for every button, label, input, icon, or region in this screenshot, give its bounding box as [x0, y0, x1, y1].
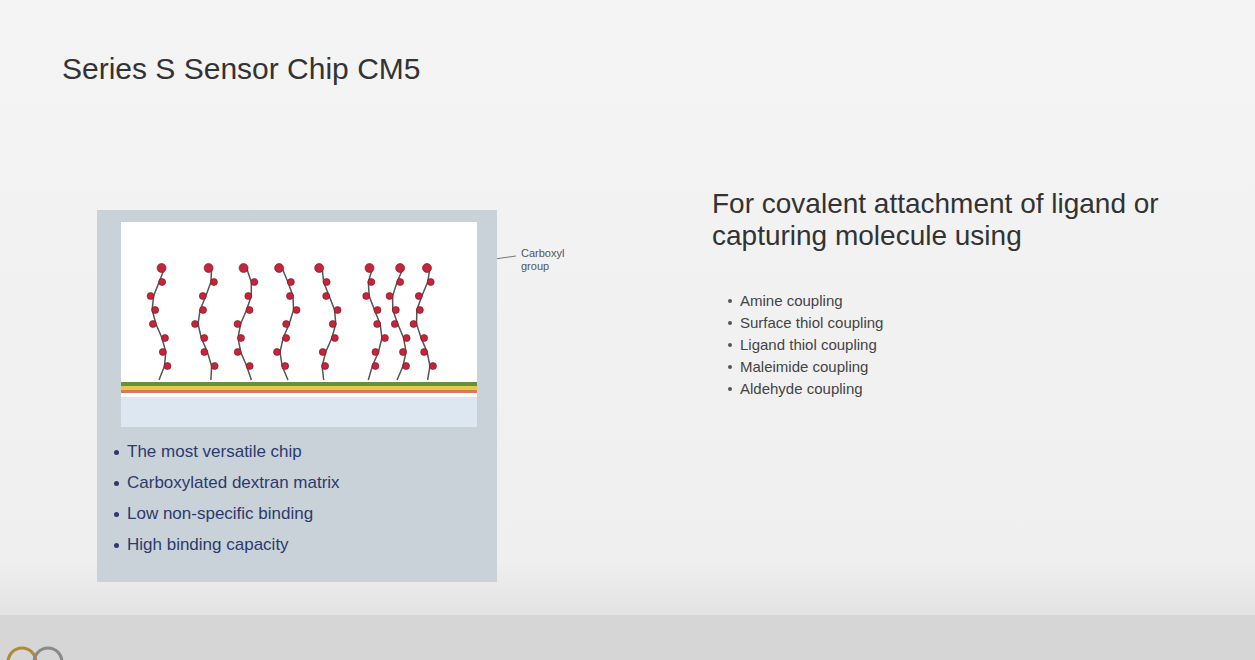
bullet-item: The most versatile chip — [127, 442, 487, 462]
bullet-item: Carboxylated dextran matrix — [127, 473, 487, 493]
bullet-dot — [114, 481, 119, 486]
dextran-illustration — [97, 210, 497, 590]
bullet-dot — [728, 321, 732, 325]
bullet-dot — [114, 512, 119, 517]
bullet-dot — [114, 450, 119, 455]
bullet-list: The most versatile chipCarboxylated dext… — [97, 210, 497, 580]
logo-mark — [34, 648, 62, 660]
bullet-dot — [114, 543, 119, 548]
image-ground — [121, 222, 477, 427]
bullet-item: Surface thiol coupling — [740, 314, 883, 332]
bullet-item: High binding capacity — [127, 535, 487, 555]
dextran-chains — [147, 264, 436, 381]
section-heading: For covalent attachment of ligand or cap… — [712, 188, 1242, 252]
logo-mark — [8, 648, 36, 660]
callout-label: Carboxyl group — [521, 247, 581, 273]
bullet-item: Aldehyde coupling — [740, 380, 863, 398]
layer-red — [121, 390, 477, 393]
layer-green — [121, 382, 477, 386]
bullet-dot — [728, 343, 732, 347]
bullet-item: Low non-specific binding — [127, 504, 487, 524]
substrate — [121, 397, 477, 427]
bullet-item: Maleimide coupling — [740, 358, 868, 376]
footer-band — [0, 615, 1255, 660]
feature-panel: The most versatile chipCarboxylated dext… — [97, 210, 497, 582]
bullet-dot — [728, 387, 732, 391]
layer-gold — [121, 386, 477, 390]
bullet-item: Ligand thiol coupling — [740, 336, 877, 354]
slide-title: Series S Sensor Chip CM5 — [62, 52, 420, 86]
bullet-dot — [728, 299, 732, 303]
bullet-item: Amine coupling — [740, 292, 843, 310]
bullet-dot — [728, 365, 732, 369]
